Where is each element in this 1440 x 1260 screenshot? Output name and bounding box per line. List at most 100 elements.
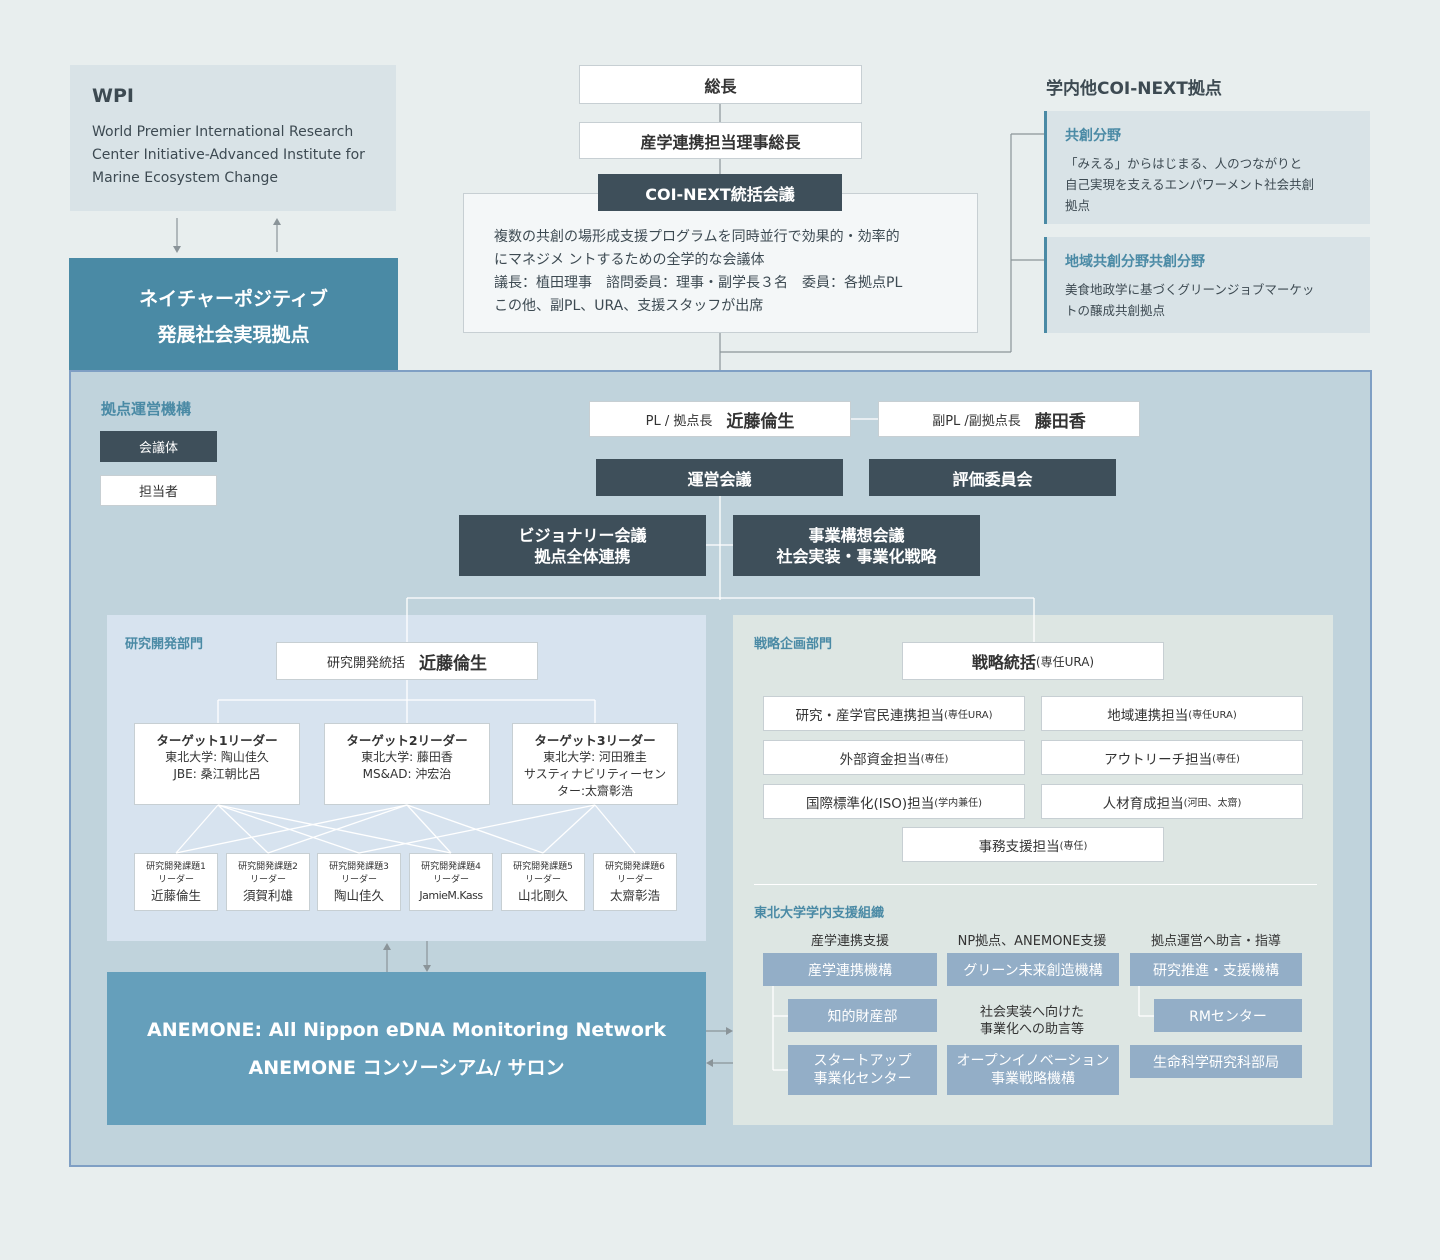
anemone-box: ANEMONE: All Nippon eDNA Monitoring Netw… <box>107 972 706 1125</box>
role-note: (学内兼任) <box>934 798 983 809</box>
rd-title: 研究開発部門 <box>125 637 204 652</box>
legend-council: 会議体 <box>100 431 217 462</box>
open-innovation-line: オープンイノベーション <box>956 1053 1110 1069</box>
wpi-desc-line: Marine Ecosystem Change <box>92 170 279 186</box>
business-plan-council-box: 事業構想会議 社会実装・事業化戦略 <box>733 515 980 576</box>
support-box-green: グリーン未来創造機構 <box>947 953 1119 986</box>
strategy-role-box: 研究・産学官民連携担当 (専任URA) <box>763 696 1025 731</box>
target-line: サスティナビリティーセン <box>523 767 667 781</box>
rd-head-name: 近藤倫生 <box>419 653 487 674</box>
target-box: ターゲット1リーダー 東北大学: 陶山佳久 JBE: 桑江朝比呂 <box>134 723 300 805</box>
support-box-rm: RMセンター <box>1154 999 1302 1032</box>
theme-box: 研究開発課題6 リーダー 太齋彰浩 <box>593 853 677 911</box>
theme-name: 近藤倫生 <box>150 887 201 903</box>
theme-sub: リーダー <box>616 874 653 885</box>
startup-line: 事業化センター <box>813 1071 912 1087</box>
target-line: ター:太齋彰浩 <box>556 784 634 798</box>
rd-head-role: 研究開発統括 <box>326 655 405 671</box>
theme-box: 研究開発課題1 リーダー 近藤倫生 <box>134 853 218 911</box>
role-main: 外部資金担当 <box>839 751 921 768</box>
visionary-line: 拠点全体連携 <box>534 546 631 566</box>
role-note: (専任) <box>920 754 949 765</box>
other-coi-desc-line: 自己実現を支えるエンパワーメント社会共創 <box>1065 177 1315 192</box>
president-box: 総長 <box>579 65 862 104</box>
exec-director-box: 産学連携担当理事総長 <box>579 122 862 159</box>
coi-council-line: 議長：植田理事 諮問委員：理事・副学長３名 委員：各拠点PL <box>494 275 903 291</box>
support-box-startup: スタートアップ 事業化センター <box>788 1045 937 1095</box>
theme-sub: リーダー <box>340 874 377 885</box>
legend-person: 担当者 <box>100 475 217 506</box>
vice-pl-box: 副PL /副拠点長 藤田香 <box>878 401 1140 437</box>
other-coi-item: 地域共創分野共創分野 美食地政学に基づくグリーンジョブマーケッ トの醸成共創拠点 <box>1044 237 1370 333</box>
theme-name: 太齋彰浩 <box>609 887 660 903</box>
theme-label: 研究開発課題4 <box>421 861 481 872</box>
other-coi-desc-line: 「みえる」からはじまる、人のつながりと <box>1065 156 1303 171</box>
coi-council-line: 複数の共創の場形成支援プログラムを同時並行で効果的・効率的 <box>494 229 900 245</box>
business-plan-line: 事業構想会議 <box>808 525 905 545</box>
support-col-label: 産学連携支援 <box>810 933 889 949</box>
vice-pl-name: 藤田香 <box>1034 411 1086 432</box>
theme-sub: リーダー <box>524 874 561 885</box>
support-box-industry: 産学連携機構 <box>763 953 937 986</box>
support-box-ip: 知的財産部 <box>788 999 937 1032</box>
other-coi-title: 学内他COI-NEXT拠点 <box>1046 79 1222 99</box>
target-title: ターゲット2リーダー <box>346 733 468 748</box>
visionary-council-box: ビジョナリー会議 拠点全体連携 <box>459 515 706 576</box>
wpi-title: WPI <box>92 85 134 107</box>
role-main: 地域連携担当 <box>1107 707 1189 724</box>
target-line: JBE: 桑江朝比呂 <box>173 767 261 781</box>
other-coi-desc-line: トの醸成共創拠点 <box>1065 303 1166 318</box>
target-title: ターゲット3リーダー <box>534 733 656 748</box>
vice-pl-role: 副PL /副拠点長 <box>932 413 1021 429</box>
theme-sub: リーダー <box>249 874 286 885</box>
theme-label: 研究開発課題3 <box>329 861 389 872</box>
theme-box: 研究開発課題2 リーダー 須賀利雄 <box>226 853 310 911</box>
support-note-line: 事業化への助言等 <box>979 1022 1084 1037</box>
anemone-line: ANEMONE: All Nippon eDNA Monitoring Netw… <box>146 1018 666 1041</box>
base-name-line: 発展社会実現拠点 <box>157 324 310 346</box>
support-title: 東北大学学内支援組織 <box>754 906 885 921</box>
strategy-role-box: 事務支援担当 (専任) <box>902 827 1164 862</box>
strategy-head-note: (専任URA) <box>1035 654 1095 669</box>
rd-head-box: 研究開発統括 近藤倫生 <box>276 642 538 680</box>
strategy-role-box: 外部資金担当 (専任) <box>763 740 1025 775</box>
other-coi-desc-line: 美食地政学に基づくグリーンジョブマーケッ <box>1065 282 1315 297</box>
theme-name: JamieM.Kass <box>419 888 483 902</box>
coi-council-box: 複数の共創の場形成支援プログラムを同時並行で効果的・効率的 にマネジメ ントする… <box>463 193 978 333</box>
business-plan-line: 社会実装・事業化戦略 <box>776 546 937 566</box>
strategy-role-box: 地域連携担当 (専任URA) <box>1041 696 1303 731</box>
target-line: 東北大学: 陶山佳久 <box>165 750 269 764</box>
support-col-label: 拠点運営へ助言・指導 <box>1150 933 1281 949</box>
coi-council-line: この他、副PL、URA、支援スタッフが出席 <box>494 298 764 314</box>
role-note: (専任) <box>1059 841 1088 852</box>
support-divider <box>754 884 1317 885</box>
support-box-research: 研究推進・支援機構 <box>1130 953 1302 986</box>
strategy-head-main: 戦略統括 <box>971 653 1036 672</box>
theme-box: 研究開発課題3 リーダー 陶山佳久 <box>317 853 401 911</box>
role-main: アウトリーチ担当 <box>1104 751 1213 768</box>
role-note: (専任) <box>1212 754 1240 765</box>
theme-label: 研究開発課題1 <box>146 861 206 872</box>
theme-sub: リーダー <box>157 874 194 885</box>
coi-council-line: にマネジメ ントするための全学的な会議体 <box>494 252 765 268</box>
theme-sub: リーダー <box>432 874 469 885</box>
target-box: ターゲット3リーダー 東北大学: 河田雅圭 サスティナビリティーセン ター:太齋… <box>512 723 678 805</box>
role-main: 事務支援担当 <box>978 838 1060 855</box>
theme-label: 研究開発課題5 <box>513 861 573 872</box>
target-line: MS&AD: 沖宏治 <box>362 767 452 781</box>
other-coi-item: 共創分野 「みえる」からはじまる、人のつながりと 自己実現を支えるエンパワーメン… <box>1044 111 1370 224</box>
ops-title: 拠点運営機構 <box>101 400 192 418</box>
strategy-head-box: 戦略統括 (専任URA) <box>902 642 1164 680</box>
base-name-tab: ネイチャーポジティブ 発展社会実現拠点 <box>69 258 398 376</box>
theme-name: 陶山佳久 <box>333 887 384 903</box>
strategy-role-box: 人材育成担当 (河田、太齋) <box>1041 784 1303 819</box>
coi-council-title: COI-NEXT統括会議 <box>598 174 842 211</box>
evaluation-committee-box: 評価委員会 <box>869 459 1116 496</box>
theme-name: 山北剛久 <box>517 887 568 903</box>
other-coi-desc-line: 拠点 <box>1065 198 1091 213</box>
support-note: 社会実装へ向けた 事業化への助言等 <box>945 1004 1119 1038</box>
target-title: ターゲット1リーダー <box>156 733 278 748</box>
management-council-box: 運営会議 <box>596 459 843 496</box>
base-name-line: ネイチャーポジティブ <box>139 288 328 310</box>
theme-name: 須賀利雄 <box>242 887 293 903</box>
